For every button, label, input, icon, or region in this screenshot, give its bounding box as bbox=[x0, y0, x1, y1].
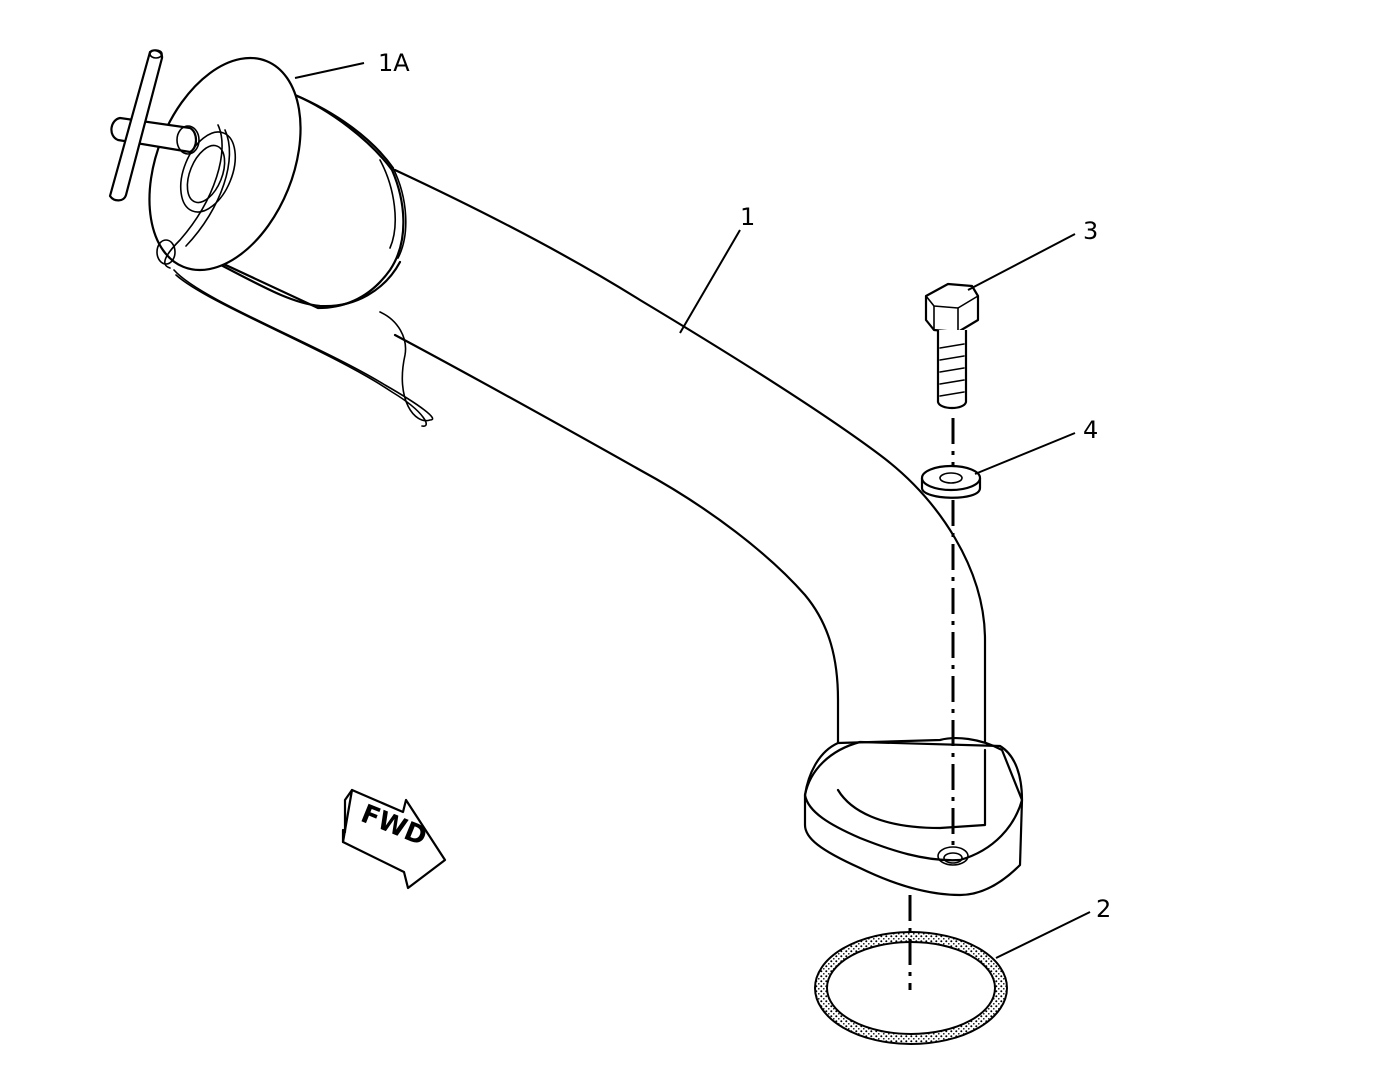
callout-3: 3 bbox=[1083, 217, 1098, 245]
tube-flange bbox=[803, 737, 1024, 897]
callout-1a: 1A bbox=[378, 49, 410, 77]
forward-arrow-icon: FWD bbox=[341, 788, 447, 890]
washer bbox=[920, 464, 982, 499]
callout-4: 4 bbox=[1083, 416, 1098, 444]
center-lines bbox=[908, 418, 955, 990]
leader-lines bbox=[294, 62, 1091, 959]
callout-2: 2 bbox=[1096, 895, 1111, 923]
callout-1: 1 bbox=[740, 203, 755, 231]
tube-assembly bbox=[393, 168, 987, 792]
filler-cap bbox=[108, 49, 434, 427]
bolt bbox=[924, 282, 980, 410]
